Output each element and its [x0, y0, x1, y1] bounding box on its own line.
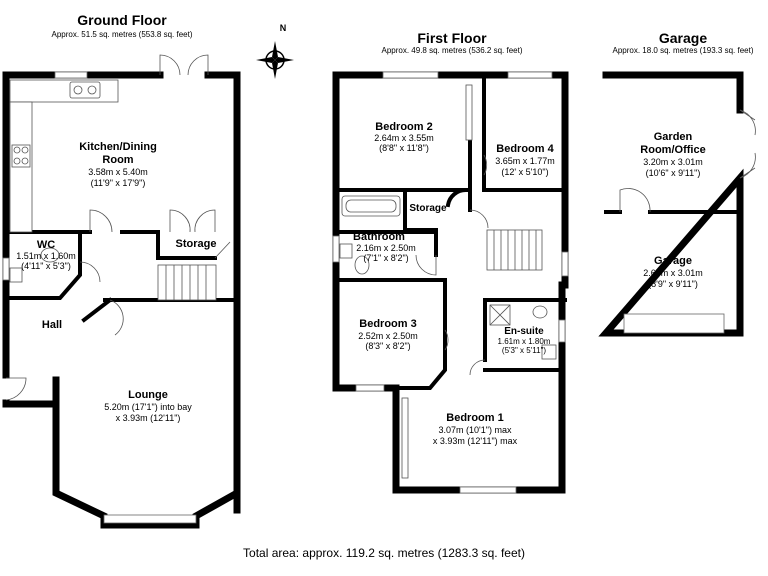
first-floor-area: Approx. 49.8 sq. metres (536.2 sq. feet)	[382, 46, 523, 55]
garage-title: Garage	[659, 30, 707, 46]
bedroom4-window	[507, 71, 553, 79]
bedroom1-wardrobe	[401, 397, 409, 479]
wc-window	[2, 257, 10, 281]
ground-floor-doors	[5, 54, 231, 401]
bedroom1-window	[459, 486, 517, 494]
garage: Garage Approx. 18.0 sq. metres (193.3 sq…	[598, 30, 756, 337]
office-door	[619, 188, 651, 213]
wc-label: WC	[37, 239, 55, 251]
first-floor-doors	[415, 154, 489, 376]
ensuite-dims-metric: 1.61m x 1.80m	[498, 337, 551, 346]
kitchen-units	[9, 79, 119, 233]
first-storage-label: Storage	[409, 203, 447, 214]
ground-stairs	[157, 264, 217, 301]
ensuite-dims-imperial: (5'3" x 5'11")	[502, 346, 546, 355]
office-dims-metric: 3.20m x 3.01m	[643, 157, 703, 167]
kitchen-label-2: Room	[102, 154, 133, 166]
ground-floor-title: Ground Floor	[77, 12, 167, 28]
bedroom3-label: Bedroom 3	[359, 318, 416, 330]
compass-icon: N	[256, 23, 294, 79]
garage-walls	[598, 71, 744, 337]
garage-dims-imperial: (8'9" x 9'11")	[648, 279, 698, 289]
bedroom4-dims-metric: 3.65m x 1.77m	[495, 156, 555, 166]
lounge-dims-1: 5.20m (17'1") into bay	[104, 402, 192, 412]
bathroom-dims-imperial: (7'1" x 8'2")	[363, 253, 408, 263]
first-floor-title: First Floor	[417, 30, 487, 46]
bathroom-dims-metric: 2.16m x 2.50m	[356, 243, 416, 253]
total-area: Total area: approx. 119.2 sq. metres (12…	[243, 546, 525, 560]
bedroom2-dims-metric: 2.64m x 3.55m	[374, 133, 434, 143]
sink-icon	[69, 81, 101, 99]
garage-area: Approx. 18.0 sq. metres (193.3 sq. feet)	[613, 46, 754, 55]
wc-basin-icon	[9, 267, 23, 283]
bedroom2-window	[382, 71, 439, 79]
lounge-label: Lounge	[128, 389, 168, 401]
first-stairs	[486, 229, 543, 271]
bedroom3-window	[355, 384, 385, 392]
wc-dims-metric: 1.51m x 1.60m	[16, 251, 76, 261]
wc-toilet-icon	[40, 247, 60, 263]
ensuite-basin-icon	[541, 344, 557, 360]
lounge-bay-window	[103, 514, 197, 524]
bedroom2-wardrobe	[465, 84, 473, 141]
office-french-doors	[739, 109, 756, 179]
bedroom3-dims-imperial: (8'3" x 8'2")	[365, 341, 410, 351]
garage-door	[623, 313, 725, 334]
bedroom2-label: Bedroom 2	[375, 121, 432, 133]
bedroom4-dims-imperial: (12' x 5'10")	[501, 167, 548, 177]
kitchen-label: Kitchen/Dining	[79, 141, 157, 153]
office-label-2: Room/Office	[640, 144, 705, 156]
garage-dims-metric: 2.67m x 3.01m	[643, 268, 703, 278]
kitchen-dims-metric: 3.58m x 5.40m	[88, 167, 148, 177]
bedroom1-label: Bedroom 1	[446, 412, 503, 424]
bedroom1-dims-2: x 3.93m (12'11") max	[433, 436, 518, 446]
bedroom4-label: Bedroom 4	[496, 143, 554, 155]
ground-storage-label: Storage	[176, 238, 217, 250]
kitchen-window	[54, 71, 88, 79]
compass-north-label: N	[280, 23, 287, 33]
landing-window	[561, 251, 569, 277]
bathroom-window	[332, 235, 340, 263]
bedroom2-dims-imperial: (8'8" x 11'8")	[379, 143, 429, 153]
bathroom-toilet-icon	[354, 255, 370, 275]
kitchen-dims-imperial: (11'9" x 17'9")	[91, 178, 146, 188]
bathroom-label: Bathroom	[353, 231, 405, 243]
first-floor: First Floor Approx. 49.8 sq. metres (536…	[332, 30, 569, 494]
ground-floor-walls	[2, 71, 241, 529]
hob-icon	[11, 144, 31, 168]
lounge-dims-2: x 3.93m (12'11")	[116, 413, 181, 423]
bathroom-basin-icon	[339, 243, 353, 259]
ground-floor-area: Approx. 51.5 sq. metres (553.8 sq. feet)	[52, 30, 193, 39]
ground-floor: Ground Floor Approx. 51.5 sq. metres (55…	[2, 12, 241, 529]
bedroom1-dims-1: 3.07m (10'1") max	[439, 425, 512, 435]
garage-room-label: Garage	[654, 255, 692, 267]
office-label: Garden	[654, 131, 693, 143]
ensuite-toilet-icon	[532, 305, 548, 319]
wc-dims-imperial: (4'11" x 5'3")	[21, 261, 71, 271]
ensuite-window	[558, 319, 566, 343]
hall-label: Hall	[42, 319, 62, 331]
ensuite-label: En-suite	[504, 326, 544, 337]
bedroom3-dims-metric: 2.52m x 2.50m	[358, 331, 418, 341]
office-dims-imperial: (10'6" x 9'11")	[646, 168, 701, 178]
